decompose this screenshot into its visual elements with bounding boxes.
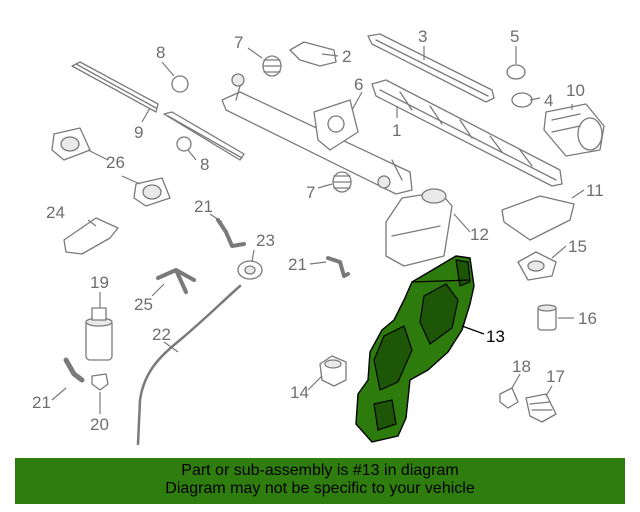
part-5-cap[interactable] [506, 64, 526, 80]
callout-21-upper: 21 [194, 197, 213, 216]
part-7-grommet-lower[interactable] [332, 171, 352, 193]
callout-1: 1 [392, 121, 401, 140]
callout-2: 2 [342, 47, 351, 66]
callout-8-lower: 8 [200, 155, 209, 174]
part-18-grommet[interactable] [499, 387, 519, 409]
part-17-pump[interactable] [525, 393, 557, 423]
callout-7-lower: 7 [306, 183, 315, 202]
part-4-nut-cover[interactable] [511, 92, 533, 108]
callout-16: 16 [578, 309, 597, 328]
part-2-pivot-cover[interactable] [289, 41, 337, 67]
part-16-level-sensor[interactable] [537, 304, 557, 331]
callout-14: 14 [290, 383, 309, 402]
part-9-wiper-arm[interactable] [71, 61, 159, 113]
callout-21-mid: 21 [288, 255, 307, 274]
callout-labels: 1 2 3 4 5 6 7 7 8 8 9 10 11 12 13 14 15 … [32, 27, 604, 434]
callout-19: 19 [90, 273, 109, 292]
part-3-wiper-arm[interactable] [367, 33, 495, 103]
callout-4: 4 [544, 91, 553, 110]
callout-8-upper: 8 [156, 43, 165, 62]
part-25-tee-connector[interactable] [156, 268, 196, 294]
part-19-washer-pump[interactable] [85, 307, 113, 361]
part-21-hose-connector-mid[interactable] [326, 256, 350, 278]
leader-lines [51, 46, 585, 414]
part-23-grommet[interactable] [237, 260, 263, 280]
part-26-actuator-lower[interactable] [133, 177, 171, 207]
part-13-washer-reservoir-highlighted[interactable] [355, 255, 475, 443]
banner-line-part-number: Part or sub-assembly is #13 in diagram [181, 462, 459, 479]
callout-18: 18 [512, 357, 531, 376]
part-1-wiper-blade[interactable] [371, 79, 563, 187]
part-24-bracket[interactable] [63, 217, 119, 255]
callout-3: 3 [418, 27, 427, 46]
part-20-pump-grommet[interactable] [91, 373, 109, 391]
part-21-hose-connector[interactable] [216, 218, 246, 248]
part-15-mount[interactable] [517, 251, 557, 281]
callout-12: 12 [470, 225, 489, 244]
callout-15: 15 [568, 237, 587, 256]
callout-21-lower: 21 [32, 393, 51, 412]
callout-7-upper: 7 [234, 33, 243, 52]
callout-5: 5 [510, 27, 519, 46]
callout-6: 6 [354, 75, 363, 94]
part-21-hose-connector-lower[interactable] [63, 357, 85, 383]
part-22-washer-hose[interactable] [136, 284, 242, 446]
part-11-bracket[interactable] [501, 195, 575, 241]
callout-9: 9 [134, 123, 143, 142]
callout-25: 25 [134, 295, 153, 314]
part-8-nut-cap-lower[interactable] [176, 136, 192, 152]
exploded-parts-diagram: 1 2 3 4 5 6 7 7 8 8 9 10 11 12 13 14 15 … [32, 27, 605, 446]
part-8-nut-cap[interactable] [171, 75, 189, 93]
part-26-actuator[interactable] [51, 127, 91, 161]
highlight-notice-banner: Part or sub-assembly is #13 in diagram D… [15, 458, 625, 504]
callout-22: 22 [152, 325, 171, 344]
callout-20: 20 [90, 415, 109, 434]
callout-10: 10 [566, 81, 585, 100]
part-9-wiper-blade[interactable] [163, 111, 245, 161]
callout-11: 11 [586, 181, 604, 200]
part-14-grommet[interactable] [319, 355, 347, 387]
callout-13-highlighted: 13 [486, 327, 505, 346]
part-10-wiper-motor[interactable] [543, 103, 605, 157]
callout-26: 26 [106, 153, 125, 172]
callout-17: 17 [546, 367, 565, 386]
callout-23: 23 [256, 231, 275, 250]
part-6-wiper-linkage[interactable] [221, 73, 413, 195]
banner-line-disclaimer: Diagram may not be specific to your vehi… [165, 480, 475, 497]
callout-24: 24 [46, 203, 65, 222]
part-12-reservoir-tank[interactable] [385, 188, 453, 267]
part-7-grommet[interactable] [262, 55, 282, 77]
